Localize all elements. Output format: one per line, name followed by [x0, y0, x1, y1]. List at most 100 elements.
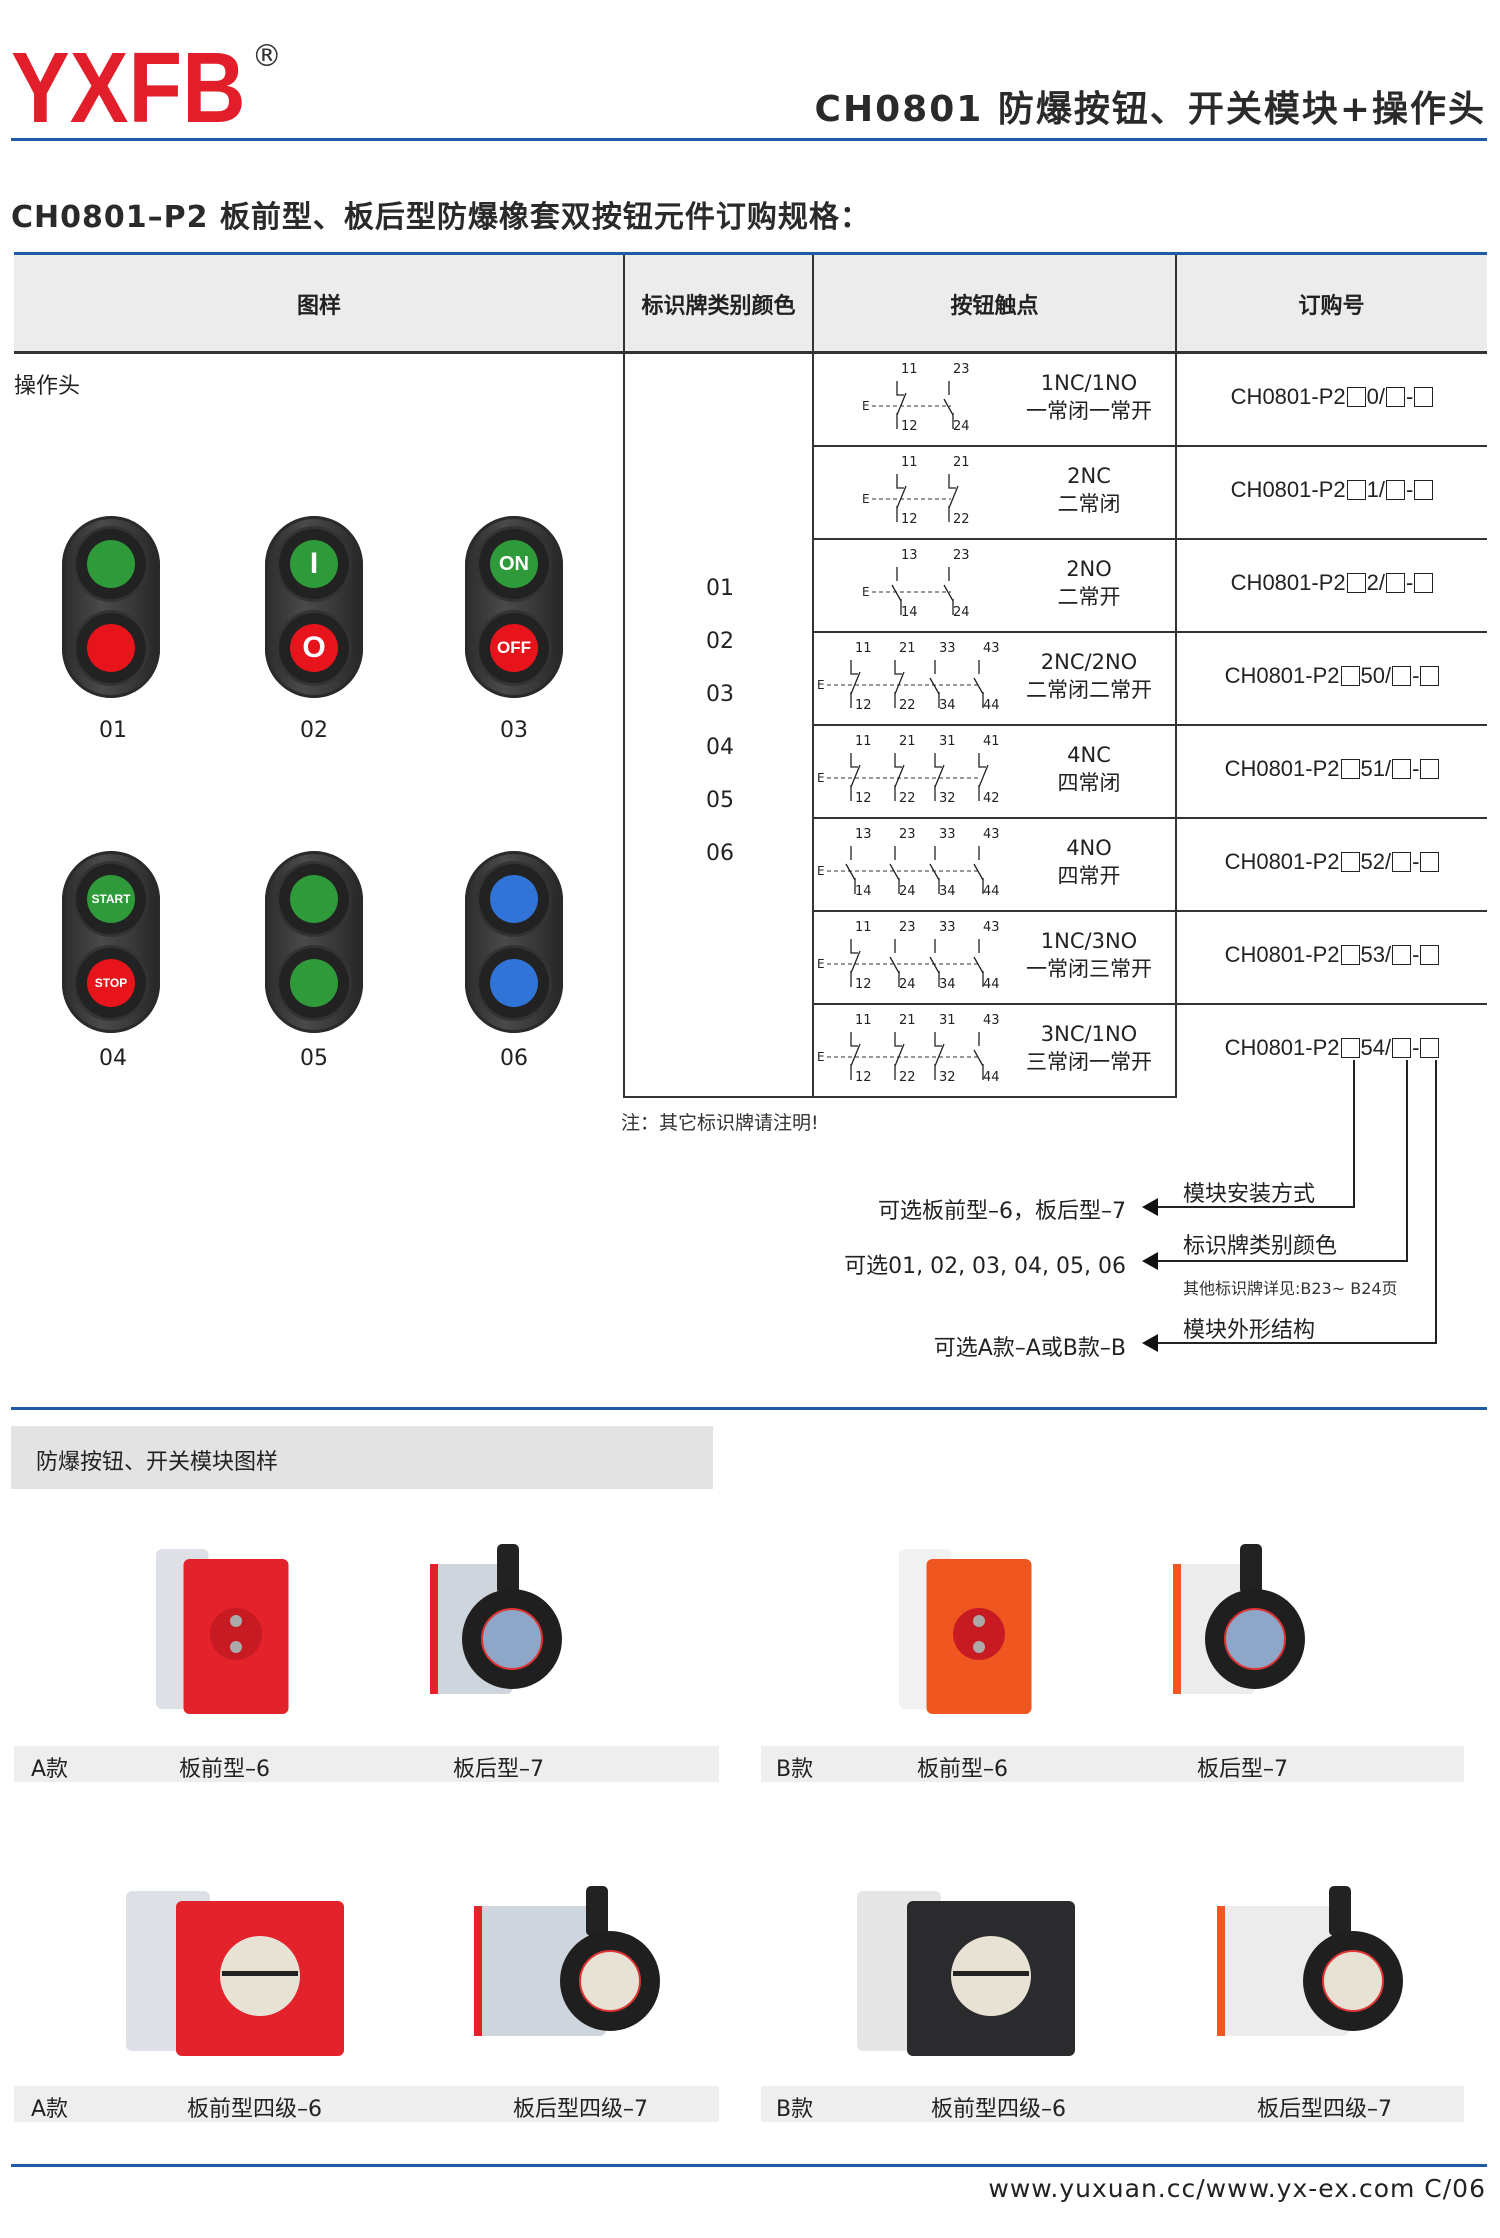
order-blank-box [1346, 387, 1366, 407]
operator-head-code: 02 [300, 718, 328, 743]
terminal-top-number: 43 [983, 1013, 1000, 1028]
nc-contact-symbol [934, 1032, 945, 1080]
module-plunger [953, 1608, 1005, 1660]
plate-code: 05 [706, 788, 734, 813]
product-photo-b-rear [1173, 1544, 1305, 1694]
row-divider [812, 538, 1487, 540]
plate-code: 01 [706, 576, 734, 601]
terminal-bottom-number: 44 [983, 977, 1000, 992]
order-blank-box [1392, 1038, 1412, 1058]
contact-e-label: E [817, 957, 825, 971]
caption-bar [761, 2086, 1464, 2122]
contact-e-label: E [817, 771, 825, 785]
order-code: 53/ [1360, 942, 1392, 967]
terminal-top-number: 43 [983, 827, 1000, 842]
order-blank-box [1346, 573, 1366, 593]
contact-spec-cn: 二常开 [1057, 585, 1121, 609]
order-dash: - [1405, 384, 1414, 409]
terminal-bottom-number: 34 [939, 977, 956, 992]
legend-option-plate: 可选01, 02, 03, 04, 05, 06 [844, 1254, 1126, 1279]
header-diagram: 图样 [296, 294, 341, 319]
row-divider [812, 910, 1487, 912]
gallery-title: 防爆按钮、开关模块图样 [11, 1426, 713, 1489]
no-contact-symbol [929, 660, 940, 708]
order-dash: - [1412, 1035, 1420, 1060]
order-dash: - [1405, 477, 1414, 502]
button-bottom-ring [279, 948, 349, 1018]
contact-spec-code: 2NC/2NO [1040, 650, 1138, 674]
plate-code: 04 [706, 735, 734, 760]
terminal-top-number: 23 [899, 827, 916, 842]
terminal-bottom-number: 44 [983, 698, 1000, 713]
module-plunger [210, 1608, 262, 1660]
order-blank-box [1340, 1038, 1360, 1058]
section-divider [11, 1407, 1487, 1410]
terminal-top-number: 31 [939, 734, 956, 749]
terminal-top-number: 43 [983, 920, 1000, 935]
product-caption: 板前型四级–6 [931, 2097, 1066, 2122]
connector-install-line [1152, 1060, 1355, 1208]
variant-label: B款 [776, 1757, 814, 1782]
header-order-no: 订购号 [1298, 294, 1365, 319]
order-blank-box [1340, 759, 1360, 779]
terminal-bottom-number: 12 [901, 419, 918, 434]
order-dash: - [1412, 756, 1420, 781]
order-code: 0/ [1366, 384, 1385, 409]
terminal-top-number: 33 [939, 641, 956, 656]
order-dash: - [1412, 663, 1420, 688]
button-bottom-ring [479, 948, 549, 1018]
button-bottom-ring: OFF [479, 613, 549, 683]
operator-head-code: 05 [300, 1046, 328, 1071]
contact-spec-cn: 二常闭二常开 [1026, 678, 1152, 702]
col-divider [812, 255, 814, 1098]
order-blank-box [1392, 852, 1412, 872]
connector-structure-line [1152, 1060, 1437, 1344]
plate-code: 06 [706, 841, 734, 866]
contact-e-label: E [817, 864, 825, 878]
caption-bar [14, 2086, 719, 2122]
contact-spec-cn: 三常闭一常开 [1026, 1050, 1152, 1074]
contact-spec-code: 3NC/1NO [1040, 1022, 1138, 1046]
nc-contact-symbol [850, 660, 861, 708]
button-top-cap [490, 875, 538, 923]
order-prefix: CH0801-P2 [1230, 570, 1346, 595]
order-blank-box [1414, 573, 1434, 593]
nc-contact-symbol [896, 474, 907, 522]
terminal-top-number: 21 [899, 734, 916, 749]
button-top-cap: I [290, 540, 338, 588]
contact-spec: 2NC/2NO 二常闭二常开 [1005, 648, 1173, 704]
no-contact-symbol [973, 660, 984, 708]
header-contacts: 按钮触点 [950, 294, 1039, 319]
order-code: 50/ [1360, 663, 1392, 688]
connector-plate-line [1152, 1060, 1408, 1262]
terminal-bottom-number: 12 [855, 977, 872, 992]
terminal-bottom-number: 34 [939, 884, 956, 899]
product-caption: 板后型–7 [1197, 1757, 1288, 1782]
contact-spec-code: 1NC/1NO [1040, 371, 1138, 395]
no-contact-symbol [943, 567, 954, 615]
contact-e-label: E [862, 585, 870, 599]
terminal-bottom-number: 24 [953, 605, 970, 620]
order-blank-box [1420, 852, 1440, 872]
module-plunger [1322, 1950, 1384, 2012]
terminal-bottom-number: 32 [939, 1070, 956, 1085]
button-bottom-ring [76, 613, 146, 683]
legend-option-install: 可选板前型–6，板后型–7 [878, 1199, 1126, 1224]
module-plunger [481, 1608, 543, 1670]
terminal-top-number: 11 [855, 641, 872, 656]
contact-spec-cn: 一常闭三常开 [1026, 957, 1152, 981]
order-code-legend-lines [1142, 1060, 1437, 1352]
button-top-cap [290, 875, 338, 923]
header-bottom-border [14, 351, 1487, 354]
contact-spec-cn: 二常闭 [1057, 492, 1121, 516]
operator-head-code: 04 [99, 1046, 127, 1071]
